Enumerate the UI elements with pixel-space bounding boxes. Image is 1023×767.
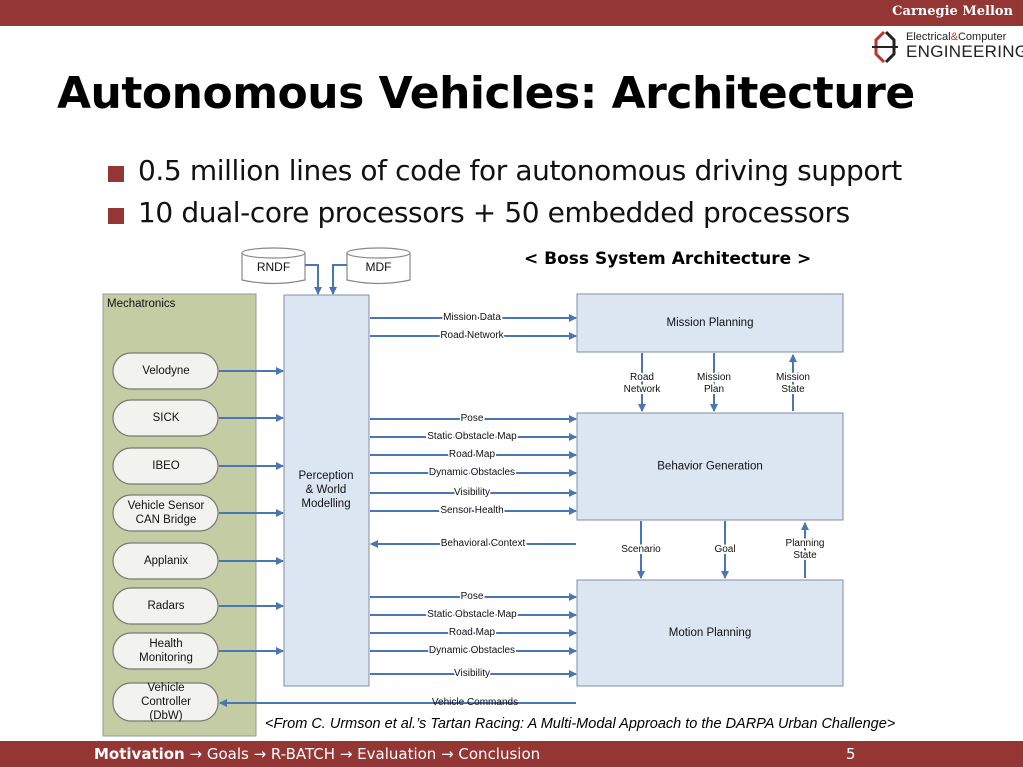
database-top: [346, 247, 411, 259]
database-arrow: [305, 264, 322, 295]
ece-logo: Electrical&Computer ENGINEERING: [866, 28, 1023, 66]
edge-label: Road Map: [449, 627, 496, 638]
footer-bar: Motivation → Goals → R-BATCH → Evaluatio…: [0, 741, 1023, 767]
sensor-label: Radars: [147, 600, 184, 612]
slide-title: Autonomous Vehicles: Architecture: [57, 68, 915, 119]
footer-current-section: Motivation: [94, 745, 185, 763]
sensor-node: [112, 352, 219, 390]
edge-label: Sensor Health: [440, 505, 503, 516]
sensor-label: Velodyne: [142, 365, 189, 377]
edge-label: Dynamic Obstacles: [429, 645, 515, 656]
sensor-node: [112, 632, 219, 670]
citation: <From C. Urmson et al.’s Tartan Racing: …: [265, 716, 896, 732]
edge-label: Behavioral Context: [441, 538, 526, 549]
edge-label: Pose: [461, 413, 484, 424]
sensor-node: [112, 447, 219, 485]
module-block: [576, 579, 844, 687]
edge-label: Visibility: [454, 668, 490, 679]
edge-label: Dynamic Obstacles: [429, 467, 515, 478]
edge-label: Goal: [714, 544, 735, 555]
logo-text-engineering: ENGINEERING: [906, 42, 1023, 61]
sensor-label: IBEO: [152, 460, 180, 472]
edge-label: Visibility: [454, 487, 490, 498]
edge-label: Static Obstacle Map: [427, 609, 517, 620]
edge-label: Pose: [461, 591, 484, 602]
perception-block: [283, 294, 370, 687]
page-number: 5: [846, 745, 856, 763]
database-arrow: [329, 264, 347, 295]
logo-text-amp: &: [950, 31, 958, 43]
database-label: MDF: [366, 260, 392, 274]
diagram-caption: < Boss System Architecture >: [524, 249, 812, 269]
bullet-square-icon: [108, 208, 124, 224]
mechatronics-label: Mechatronics: [107, 298, 176, 310]
database-top: [241, 247, 306, 259]
org-name: Carnegie Mellon: [892, 4, 1013, 19]
logo-text-computer: Computer: [957, 31, 1007, 43]
sensor-node: [112, 542, 219, 580]
sensor-node: [112, 587, 219, 625]
sensor-node: [112, 494, 219, 532]
module-label: Motion Planning: [669, 627, 751, 639]
module-label: Behavior Generation: [657, 461, 762, 473]
database-mdf-icon: [346, 253, 411, 285]
module-block: [576, 293, 844, 353]
header-bar: Carnegie Mellon: [0, 0, 1023, 26]
edge-label: Scenario: [621, 544, 661, 555]
edge-label: Road Network: [440, 330, 504, 341]
module-block: [576, 412, 844, 521]
sensor-label: SICK: [153, 412, 180, 424]
database-label: RNDF: [257, 260, 290, 274]
database-rndf-icon: [241, 253, 306, 285]
edge-label: Vehicle Commands: [432, 697, 518, 708]
logo-text-electrical: Electrical: [906, 31, 951, 43]
edge-label: Mission Data: [443, 312, 501, 323]
sensor-label: Applanix: [144, 555, 188, 567]
ece-logo-icon: [872, 30, 898, 64]
module-label: Mission Planning: [667, 317, 754, 329]
edge-label: Static Obstacle Map: [427, 431, 517, 442]
sensor-node: [112, 682, 219, 722]
bullet-square-icon: [108, 166, 124, 182]
footer-sections: → Goals → R-BATCH → Evaluation → Conclus…: [184, 745, 541, 763]
edge-label: Road Map: [449, 449, 496, 460]
sensor-node: [112, 399, 219, 437]
footer-navigation: Motivation → Goals → R-BATCH → Evaluatio…: [94, 745, 540, 763]
